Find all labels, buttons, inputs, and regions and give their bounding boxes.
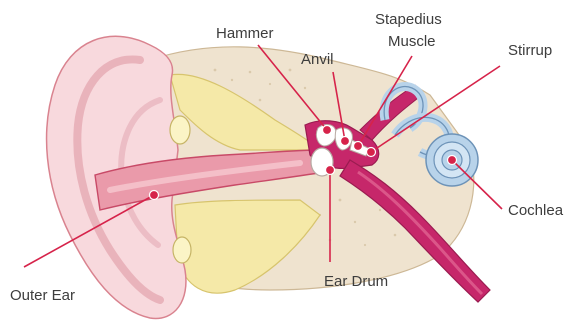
anvil-label: Anvil [301, 51, 334, 68]
cochlea-dot [448, 156, 457, 165]
ear-drum-dot [326, 166, 335, 175]
stapedius-label-line2: Muscle [388, 33, 436, 50]
stirrup-dot [367, 148, 376, 157]
outer-ear-label: Outer Ear [10, 287, 75, 304]
outer-ear-dot [150, 191, 159, 200]
hammer-dot [323, 126, 332, 135]
stirrup-label: Stirrup [508, 42, 552, 59]
cartilage-oval-upper [170, 116, 190, 144]
cartilage-oval-lower [173, 237, 191, 263]
stapedius-label-line1: Stapedius [375, 11, 442, 28]
ear-drum-label: Ear Drum [324, 273, 388, 290]
cochlea-label: Cochlea [508, 202, 564, 219]
hammer-label: Hammer [216, 25, 274, 42]
anvil-dot [341, 137, 350, 146]
stapedius-dot [354, 142, 363, 151]
